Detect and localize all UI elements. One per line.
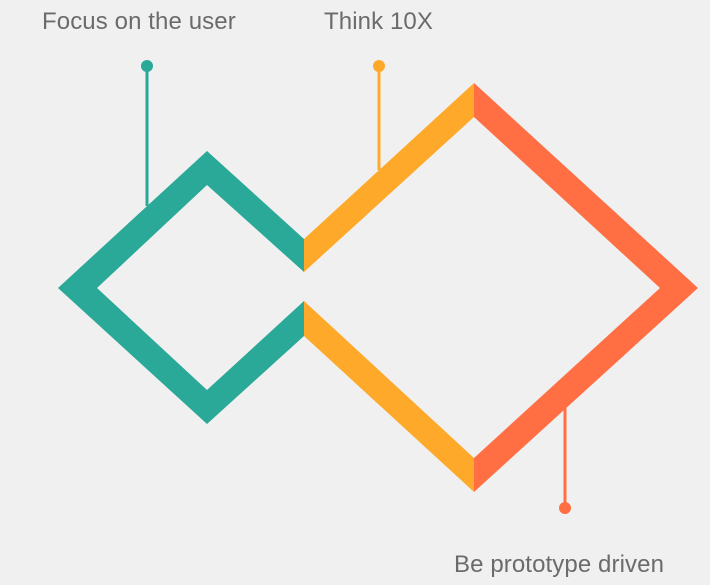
prototype-pointer-dot	[559, 502, 571, 514]
think-10x-label: Think 10X	[324, 8, 433, 35]
amber-bottom-band	[304, 301, 474, 492]
orange-right-chevron	[474, 83, 698, 492]
focus-pointer-dot	[141, 60, 153, 72]
teal-left-diamond	[58, 151, 304, 424]
focus-on-user-label: Focus on the user	[42, 8, 236, 35]
be-prototype-driven-label: Be prototype driven	[454, 551, 665, 578]
think-pointer-dot	[373, 60, 385, 72]
amber-top-band	[304, 83, 474, 272]
